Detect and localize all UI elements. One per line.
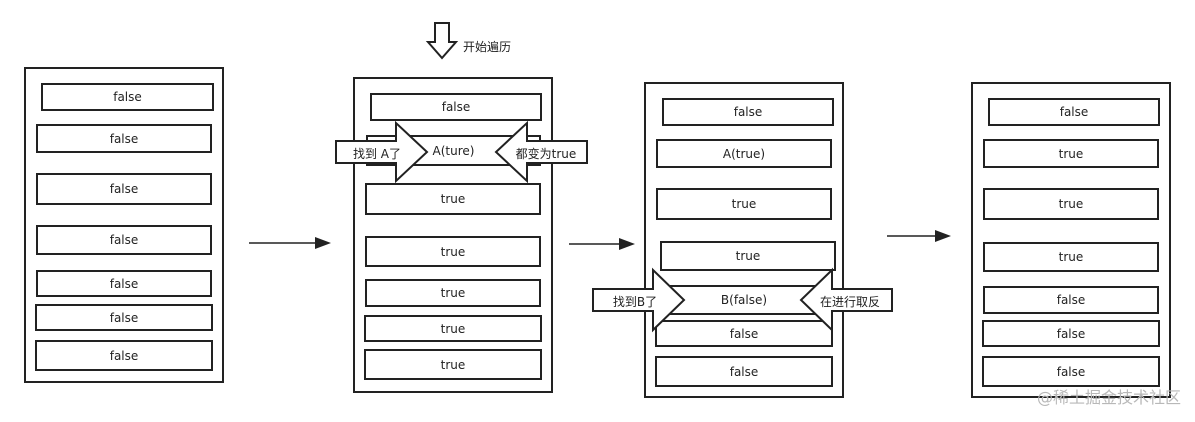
panel4-item: true [983,242,1159,272]
right-callout-arrow-icon [335,120,429,184]
panel1-item: false [41,83,214,111]
panel3-item: true [660,241,836,271]
panel-result [971,82,1171,398]
right-callout-arrow-icon [592,267,686,333]
panel2-item: true [365,183,541,215]
panel4-item: false [988,98,1160,126]
panel2-item: true [365,236,541,267]
panel2-item: true [364,315,542,342]
panel2-item: true [364,349,542,380]
panel4-item: false [982,356,1160,387]
start-label: 开始遍历 [463,40,512,54]
watermark: @稀土掘金技术社区 [1036,388,1181,407]
panel3-item-a: A(true) [656,139,832,168]
callout-inverting: 在进行取反 [819,294,880,309]
callout-found-b: 找到B了 [612,294,658,309]
flow-arrow [569,238,635,250]
panel1-item: false [35,340,213,371]
panel1-item: false [36,173,212,205]
flow-arrow [887,230,951,242]
panel1-item: false [36,270,212,297]
panel1-item: false [35,304,213,331]
panel3-item: false [655,320,833,347]
panel3-item: false [662,98,834,126]
panel3-item: false [655,356,833,387]
callout-found-a: 找到 A了 [352,146,402,161]
panel4-item: false [983,286,1159,314]
panel4-item: true [983,139,1159,168]
panel-invert [644,82,844,398]
down-arrow-icon [425,22,459,60]
panel1-item: false [36,124,212,153]
panel3-item: true [656,188,832,220]
panel1-item: false [36,225,212,255]
panel2-item: true [365,279,541,307]
flow-arrow [249,237,331,249]
panel4-item: false [982,320,1160,347]
left-callout-arrow-icon [494,120,588,184]
left-callout-arrow-icon [799,267,893,333]
panel2-item: false [370,93,542,121]
callout-all-true: 都变为true [515,146,577,161]
panel4-item: true [983,188,1159,220]
